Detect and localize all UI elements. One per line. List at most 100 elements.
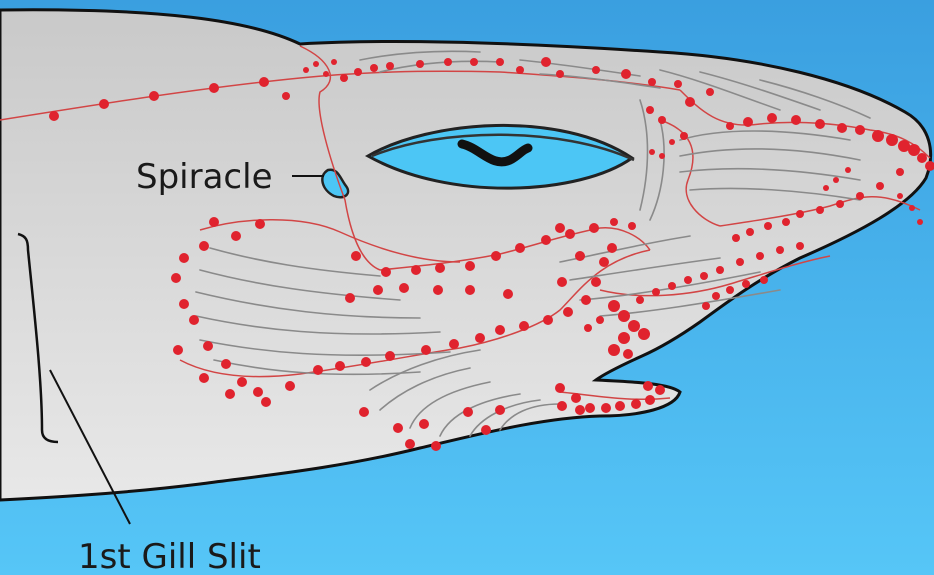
ampulla-pore <box>557 401 567 411</box>
ampulla-pore <box>607 243 617 253</box>
ampulla-pore <box>209 83 219 93</box>
ampulla-pore <box>253 387 263 397</box>
ampulla-pore <box>189 315 199 325</box>
ampulla-pore <box>876 182 884 190</box>
ampulla-pore <box>411 265 421 275</box>
gill-slit-label: 1st Gill Slit <box>78 537 261 575</box>
ampulla-pore <box>896 168 904 176</box>
ampulla-pore <box>638 328 650 340</box>
ampulla-pore <box>49 111 59 121</box>
ampulla-pore <box>621 69 631 79</box>
ampulla-pore <box>618 332 630 344</box>
ampulla-pore <box>373 285 383 295</box>
ampulla-pore <box>149 91 159 101</box>
ampulla-pore <box>416 60 424 68</box>
ampulla-pore <box>444 58 452 66</box>
ampulla-pore <box>668 282 676 290</box>
ampulla-pore <box>575 251 585 261</box>
ampulla-pore <box>726 286 734 294</box>
ampulla-pore <box>767 113 777 123</box>
ampulla-pore <box>171 273 181 283</box>
ampulla-pore <box>199 373 209 383</box>
ampulla-pore <box>259 77 269 87</box>
ampulla-pore <box>743 117 753 127</box>
ampulla-pore <box>261 397 271 407</box>
ampulla-pore <box>496 58 504 66</box>
ampulla-pore <box>335 361 345 371</box>
ampulla-pore <box>481 425 491 435</box>
ampulla-pore <box>237 377 247 387</box>
ampulla-pore <box>917 219 923 225</box>
ampulla-pore <box>716 266 724 274</box>
ampulla-pore <box>419 419 429 429</box>
ampulla-pore <box>648 78 656 86</box>
ampulla-pore <box>685 97 695 107</box>
ampulla-pore <box>615 401 625 411</box>
ampulla-pore <box>381 267 391 277</box>
ampulla-pore <box>776 246 784 254</box>
ampulla-pore <box>405 439 415 449</box>
ampulla-pore <box>796 210 804 218</box>
ampulla-pore <box>556 70 564 78</box>
ampulla-pore <box>354 68 362 76</box>
ampulla-pore <box>555 223 565 233</box>
ampulla-pore <box>909 205 915 211</box>
ampulla-pore <box>659 153 665 159</box>
ampulla-pore <box>608 344 620 356</box>
ampulla-pore <box>610 218 618 226</box>
ampulla-pore <box>631 399 641 409</box>
ampulla-pore <box>649 149 655 155</box>
ampulla-pore <box>599 257 609 267</box>
ampulla-pore <box>712 292 720 300</box>
ampulla-pore <box>585 403 595 413</box>
ampulla-pore <box>782 218 790 226</box>
ampulla-pore <box>470 58 478 66</box>
ampulla-pore <box>209 217 219 227</box>
ampulla-pore <box>285 381 295 391</box>
ampulla-pore <box>674 80 682 88</box>
ampulla-pore <box>386 62 394 70</box>
ampulla-pore <box>555 383 565 393</box>
ampulla-pore <box>465 261 475 271</box>
ampulla-pore <box>855 125 865 135</box>
ampulla-pore <box>623 349 633 359</box>
ampulla-pore <box>393 423 403 433</box>
ampulla-pore <box>833 177 839 183</box>
ampulla-pore <box>221 359 231 369</box>
ampulla-pore <box>495 405 505 415</box>
ampulla-pore <box>815 119 825 129</box>
ampulla-pore <box>495 325 505 335</box>
ampulla-pore <box>823 185 829 191</box>
ampulla-pore <box>571 393 581 403</box>
ampulla-pore <box>684 276 692 284</box>
ampulla-pore <box>917 153 927 163</box>
ampulla-pore <box>628 320 640 332</box>
ampulla-pore <box>646 106 654 114</box>
ampulla-pore <box>908 144 920 156</box>
ampulla-pore <box>886 134 898 146</box>
ampulla-pore <box>669 139 675 145</box>
ampulla-pore <box>351 251 361 261</box>
ampulla-pore <box>680 132 688 140</box>
ampulla-pore <box>601 403 611 413</box>
ampulla-pore <box>225 389 235 399</box>
ampulla-pore <box>541 57 551 67</box>
ampulla-pore <box>592 66 600 74</box>
ampulla-pore <box>584 324 592 332</box>
ampulla-pore <box>589 223 599 233</box>
ampulla-pore <box>370 64 378 72</box>
ampulla-pore <box>563 307 573 317</box>
ampulla-pore <box>503 289 513 299</box>
ampulla-pore <box>643 381 653 391</box>
ampulla-pore <box>796 242 804 250</box>
ampulla-pore <box>303 67 309 73</box>
ampulla-pore <box>732 234 740 242</box>
ampulla-pore <box>557 277 567 287</box>
ampulla-pore <box>179 299 189 309</box>
ampulla-pore <box>742 280 750 288</box>
ampulla-pore <box>541 235 551 245</box>
ampulla-pore <box>645 395 655 405</box>
ampulla-pore <box>837 123 847 133</box>
ampulla-pore <box>173 345 183 355</box>
ampulla-pore <box>845 167 851 173</box>
